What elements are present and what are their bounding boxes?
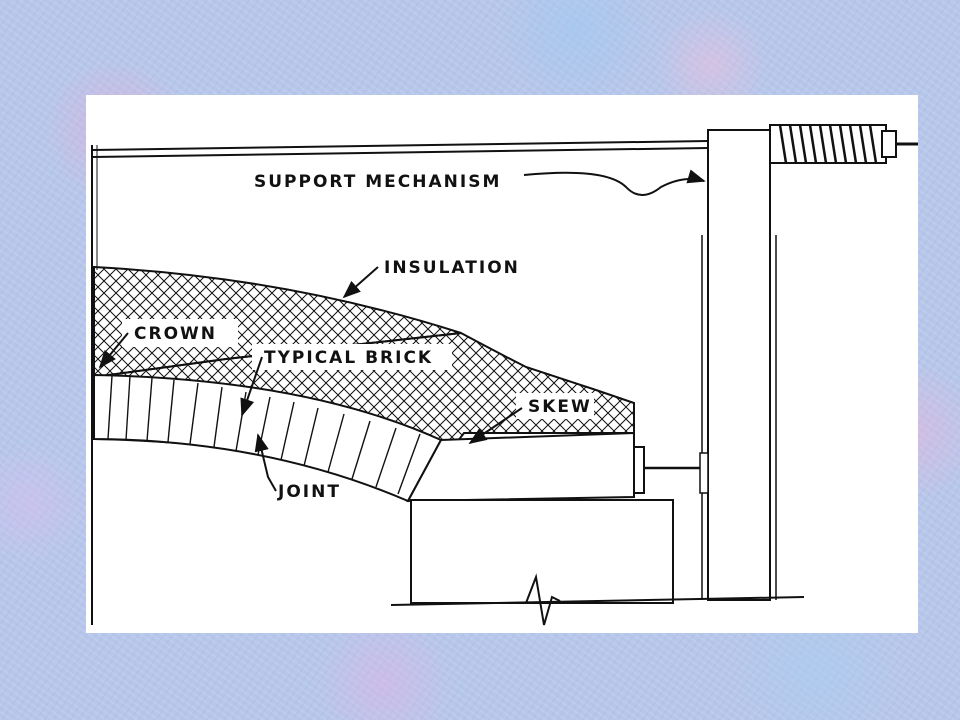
furnace-roof-diagram: SUPPORT MECHANISM INSULATION CROWN TYPIC… bbox=[91, 124, 918, 626]
side-wall bbox=[410, 499, 674, 604]
label-support-mechanism: SUPPORT MECHANISM bbox=[254, 172, 501, 192]
buckstay-column bbox=[707, 129, 771, 601]
arrow-support-mechanism bbox=[523, 169, 706, 196]
label-skew: SKEW bbox=[528, 397, 592, 417]
skew-brick bbox=[406, 431, 635, 503]
label-crown: CROWN bbox=[134, 324, 217, 344]
typical-brick-label-box bbox=[252, 344, 452, 370]
skew-plate bbox=[633, 446, 645, 494]
diagram-panel: SUPPORT MECHANISM INSULATION CROWN TYPIC… bbox=[86, 95, 918, 633]
skew-rod-bracket bbox=[699, 452, 709, 494]
insulation-layer bbox=[93, 265, 462, 379]
arrow-joint bbox=[254, 433, 277, 492]
label-typical-brick: TYPICAL BRICK bbox=[264, 348, 433, 368]
brick-joints bbox=[107, 375, 421, 495]
break-symbol bbox=[525, 573, 561, 626]
skew-label-box bbox=[516, 393, 594, 419]
crown-label-box bbox=[122, 319, 238, 347]
arrow-insulation bbox=[342, 266, 379, 299]
label-joint: JOINT bbox=[277, 482, 341, 502]
tie-rod-top bbox=[91, 140, 709, 151]
tie-rod-bottom bbox=[91, 147, 709, 158]
label-insulation: INSULATION bbox=[384, 258, 520, 278]
arrow-skew bbox=[468, 407, 523, 445]
arrow-typical-brick bbox=[240, 356, 263, 417]
spring-icon bbox=[769, 124, 918, 164]
ground-line bbox=[390, 596, 805, 606]
arrow-crown bbox=[98, 332, 129, 369]
